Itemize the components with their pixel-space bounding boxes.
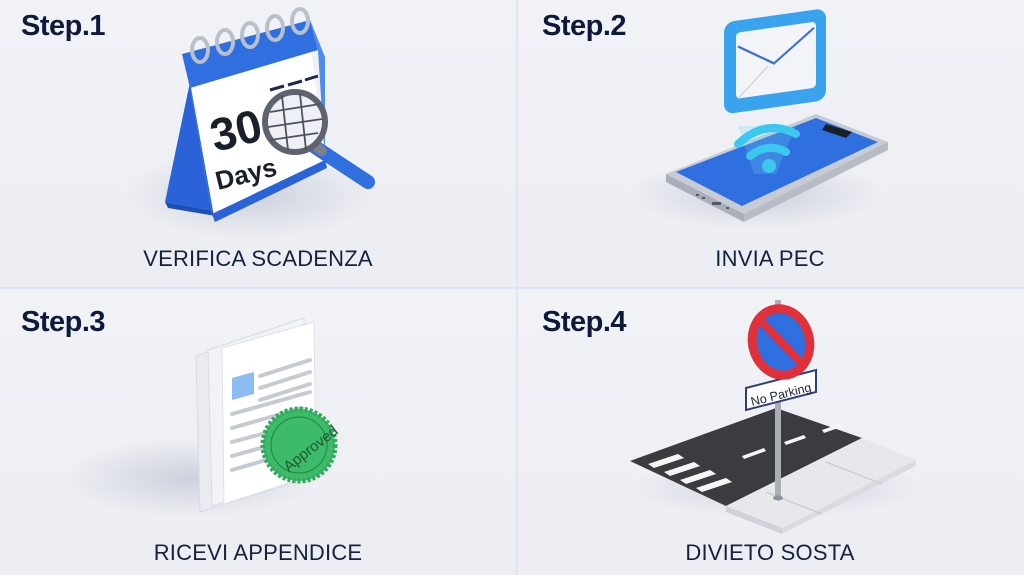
svg-text:30: 30 bbox=[205, 99, 267, 162]
phone-email-wifi-icon bbox=[666, 9, 888, 222]
no-parking-sign-icon: No Parking bbox=[630, 300, 916, 534]
step-label: DIVIETO SOSTA bbox=[685, 540, 855, 565]
step-label: VERIFICA SCADENZA bbox=[143, 246, 373, 271]
step-card-1: Step.1 bbox=[0, 0, 516, 288]
horizontal-divider bbox=[0, 287, 1024, 289]
step-title: Step.4 bbox=[542, 306, 627, 338]
step-title: Step.3 bbox=[21, 306, 106, 338]
calendar-magnifier-icon: 30 Days bbox=[165, 7, 375, 222]
step-card-2: Step.2 INVIA PEC bbox=[516, 0, 1024, 288]
step-title: Step.2 bbox=[542, 10, 627, 42]
step-card-3: Step.3 Approved RICEVI APP bbox=[0, 288, 516, 575]
step-label: RICEVI APPENDICE bbox=[153, 540, 363, 565]
step-label: INVIA PEC bbox=[715, 246, 825, 271]
step-card-4: Step.4 No Parkin bbox=[516, 288, 1024, 575]
step-title: Step.1 bbox=[21, 10, 106, 42]
approved-document-icon: Approved bbox=[195, 317, 342, 513]
